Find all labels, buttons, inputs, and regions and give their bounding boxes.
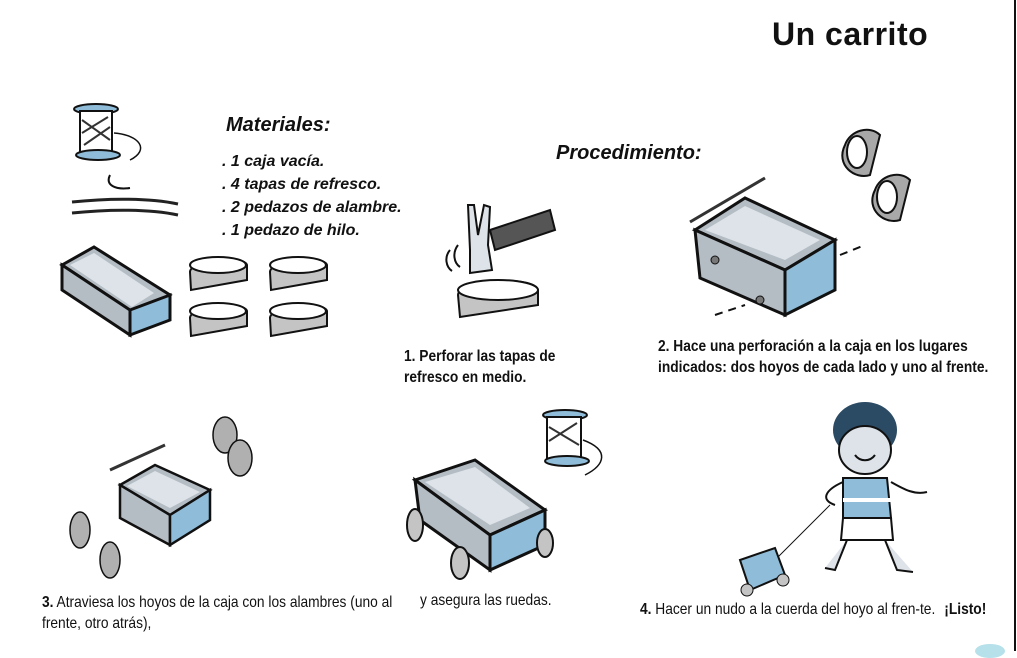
- wire-pieces-icon: [71, 174, 179, 217]
- step-1: 1. Perforar las tapas de refresco en med…: [404, 346, 602, 388]
- step-2: 2. Hace una perforación a la caja en los…: [658, 336, 1017, 378]
- materials-item: . 1 caja vacía.: [222, 153, 325, 170]
- page-title: Un carrito: [772, 16, 929, 52]
- step-3-continued: y asegura las ruedas.: [420, 590, 609, 611]
- corner-decoration: [975, 644, 1005, 658]
- page-right-border: [1014, 0, 1016, 651]
- step-text: Hacer un nudo a la cuerda del hoyo al fr…: [655, 601, 936, 618]
- step-number: 4.: [640, 601, 652, 618]
- bottle-caps-icon: [188, 256, 328, 338]
- materials-item: . 1 pedazo de hilo.: [222, 222, 360, 239]
- materials-item: . 4 tapas de refresco.: [222, 176, 382, 193]
- empty-box-icon: [59, 245, 173, 338]
- step-number: 2.: [658, 338, 670, 355]
- box-wires-wheels-icon: [69, 416, 253, 579]
- step-text: Atraviesa los hoyos de la caja con los a…: [42, 594, 393, 632]
- step-3: 3. Atraviesa los hoyos de la caja con lo…: [42, 592, 403, 634]
- step-number: 3.: [42, 594, 54, 611]
- step-4: 4. Hacer un nudo a la cuerda del hoyo al…: [640, 597, 1001, 623]
- procedure-heading: Procedimiento:: [556, 142, 702, 164]
- box-with-holes-icon: [689, 128, 912, 318]
- step-text: y asegura las ruedas.: [420, 592, 552, 609]
- cart-with-spool-icon: [406, 409, 603, 580]
- step-text: Perforar las tapas de refresco en medio.: [404, 348, 556, 386]
- step-number: 1.: [404, 348, 416, 365]
- materials-item: . 2 pedazos de alambre.: [222, 199, 402, 216]
- step-text: Hace una perforación a la caja en los lu…: [658, 338, 989, 376]
- materials-list: . 1 caja vacía. . 4 tapas de refresco. .…: [222, 150, 402, 242]
- materials-heading: Materiales:: [226, 114, 331, 136]
- done-exclamation: ¡Listo!: [944, 601, 987, 618]
- hammer-punching-cap-icon: [445, 203, 557, 319]
- thread-spool-icon: [73, 103, 142, 161]
- boy-pulling-cart-icon: [738, 402, 928, 597]
